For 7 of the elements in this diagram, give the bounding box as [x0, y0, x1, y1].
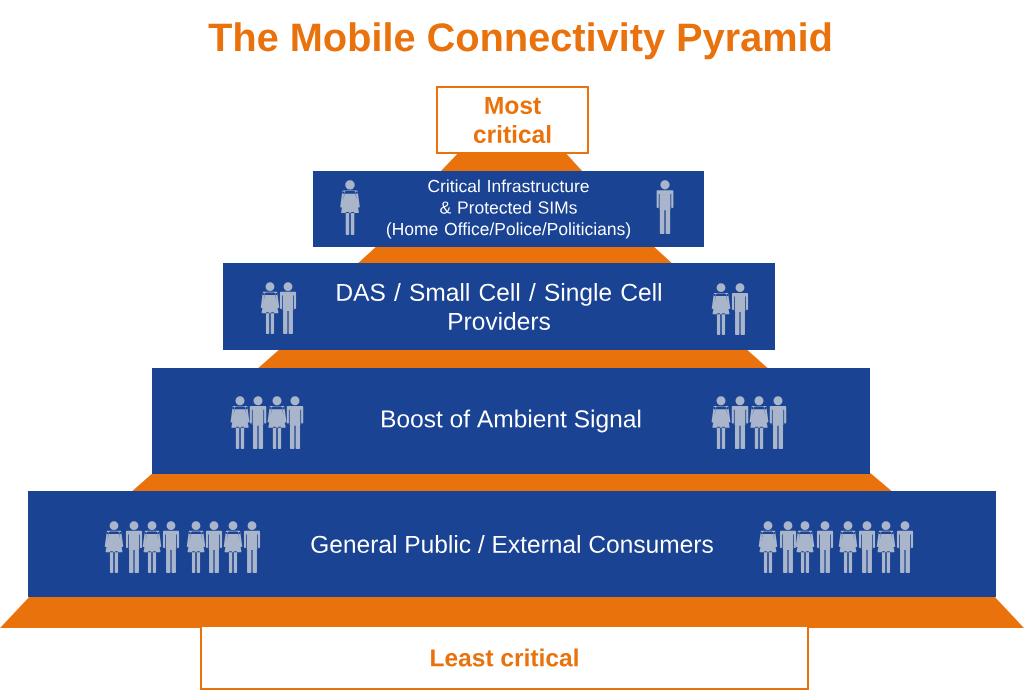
tier-box: DAS / Small Cell / Single Cell Providers [223, 263, 775, 350]
tier-box: General Public / External Consumers [28, 491, 996, 597]
title: The Mobile Connectivity Pyramid [208, 22, 831, 60]
tier-box: Boost of Ambient Signal [152, 368, 870, 474]
tier-box: Critical Infrastructure & Protected SIMs (Home Office/Police/Politicians) [313, 171, 704, 247]
label-box: Most critical [436, 86, 589, 154]
label-box: Least critical [200, 625, 809, 690]
